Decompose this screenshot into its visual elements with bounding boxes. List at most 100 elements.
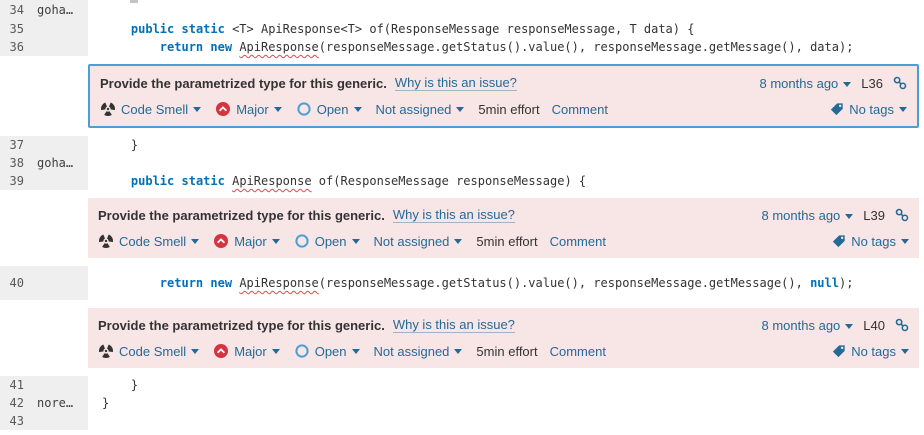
tag-icon	[833, 345, 845, 358]
issue-tags-dropdown[interactable]: No tags	[830, 102, 907, 117]
issue-assignee-dropdown[interactable]: Not assigned	[374, 344, 463, 359]
issue-message[interactable]: Provide the parametrized type for this g…	[100, 75, 387, 91]
issue-tags-dropdown[interactable]: No tags	[832, 234, 909, 249]
issue-assignee-dropdown[interactable]: Not assigned	[374, 234, 463, 249]
gutter-spacer	[0, 300, 88, 376]
issue-status-label: Open	[316, 101, 349, 117]
permalink-icon[interactable]	[895, 208, 909, 222]
line-number[interactable]: 37	[9, 138, 24, 152]
code-token	[102, 174, 131, 188]
severity-major-icon	[214, 234, 229, 248]
gutter: 35	[0, 20, 88, 38]
issue-type-dropdown[interactable]: Code Smell	[98, 343, 200, 359]
issue-title-row: Provide the parametrized type for this g…	[100, 75, 907, 91]
tag-icon	[831, 103, 843, 116]
line-number[interactable]: 36	[9, 40, 24, 54]
tag-icon	[833, 235, 845, 248]
scm-author	[24, 266, 37, 300]
code-token: }	[102, 396, 110, 410]
code-token	[102, 22, 131, 36]
issue-box[interactable]: Provide the parametrized type for this g…	[88, 198, 919, 258]
issue-severity-dropdown[interactable]: Major	[215, 101, 282, 117]
comment-button[interactable]: Comment	[549, 343, 606, 359]
code-token: of(ResponseMessage responseMessage) {	[311, 174, 587, 188]
issue-row: Provide the parametrized type for this g…	[0, 56, 924, 136]
issue-message[interactable]: Provide the parametrized type for this g…	[98, 317, 385, 333]
scm-author	[24, 172, 37, 190]
code-keyword: new	[210, 40, 233, 54]
issue-assignee-dropdown[interactable]: Not assigned	[376, 102, 465, 117]
issue-effort-label: 5min effort	[476, 233, 538, 249]
caret-down-icon	[353, 106, 362, 112]
line-number[interactable]: 39	[9, 174, 24, 188]
issue-line-label: L40	[863, 317, 885, 333]
issue-message[interactable]: Provide the parametrized type for this g…	[98, 207, 385, 223]
issue-age-dropdown[interactable]: 8 months ago	[760, 76, 852, 91]
code-text: return new ApiResponse(responseMessage.g…	[88, 38, 924, 56]
code-line: 42 nore… }	[0, 394, 924, 412]
issue-location-highlight[interactable]: ApiResponse	[239, 40, 319, 54]
issue-age-dropdown[interactable]: 8 months ago	[762, 318, 854, 333]
issue-status-dropdown[interactable]: Open	[294, 233, 360, 249]
caret-down-icon	[845, 213, 854, 219]
why-is-this-an-issue-link[interactable]: Why is this an issue?	[392, 207, 515, 223]
caret-down-icon	[845, 323, 854, 329]
comment-button[interactable]: Comment	[551, 101, 608, 117]
issue-box-selected[interactable]: Provide the parametrized type for this g…	[88, 64, 919, 128]
issue-tags-label: No tags	[849, 101, 894, 117]
status-open-icon	[297, 102, 311, 116]
code-smell-icon	[98, 343, 114, 358]
code-token	[174, 22, 181, 36]
issue-severity-dropdown[interactable]: Major	[213, 343, 280, 359]
code-line: 37 }	[0, 136, 924, 154]
caret-down-icon	[271, 238, 280, 244]
code-keyword: new	[210, 276, 233, 290]
issue-status-dropdown[interactable]: Open	[294, 343, 360, 359]
why-is-this-an-issue-link[interactable]: Why is this an issue?	[394, 75, 517, 91]
why-is-this-an-issue-link[interactable]: Why is this an issue?	[392, 317, 515, 333]
caret-down-icon	[273, 106, 282, 112]
issue-severity-label: Major	[234, 343, 267, 359]
issue-location-highlight[interactable]: ApiResponse	[239, 276, 319, 290]
code-text: }	[88, 394, 924, 412]
permalink-icon[interactable]	[895, 318, 909, 332]
comment-button[interactable]: Comment	[549, 233, 606, 249]
issue-title-row: Provide the parametrized type for this g…	[98, 317, 909, 333]
gutter: 42 nore…	[0, 394, 88, 412]
caret-down-icon	[899, 106, 907, 112]
line-number[interactable]: 38	[9, 156, 24, 170]
issue-type-dropdown[interactable]: Code Smell	[100, 101, 202, 117]
code-token	[102, 40, 160, 54]
line-number[interactable]: 42	[9, 396, 24, 410]
status-open-icon	[295, 344, 309, 358]
line-number[interactable]: 40	[9, 276, 24, 290]
line-number[interactable]: 43	[9, 414, 24, 428]
permalink-icon[interactable]	[893, 76, 907, 90]
code-token	[225, 174, 232, 188]
code-keyword: public	[130, 22, 175, 36]
caret-down-icon	[191, 348, 200, 354]
gutter: 36	[0, 38, 88, 56]
code-line: 38 goha…	[0, 154, 924, 172]
code-line: 35 public static <T> ApiResponse<T> of(R…	[0, 20, 924, 38]
line-number[interactable]: 41	[9, 378, 24, 392]
code-text: return new ApiResponse(responseMessage.g…	[88, 266, 924, 300]
issue-status-dropdown[interactable]: Open	[296, 101, 362, 117]
issue-tags-dropdown[interactable]: No tags	[832, 344, 909, 359]
code-text: public static <T> ApiResponse<T> of(Resp…	[88, 20, 924, 38]
issue-box[interactable]: Provide the parametrized type for this g…	[88, 308, 919, 368]
issue-assignee-label: Not assigned	[373, 233, 450, 249]
issue-age-dropdown[interactable]: 8 months ago	[762, 208, 854, 223]
issue-type-dropdown[interactable]: Code Smell	[98, 233, 200, 249]
issue-location-highlight[interactable]: ApiResponse	[232, 174, 312, 188]
issue-actions-row: Code Smell Major Open Not assigned 5min …	[100, 101, 907, 117]
issue-severity-dropdown[interactable]: Major	[213, 233, 280, 249]
issue-type-label: Code Smell	[119, 343, 187, 359]
line-number[interactable]: 35	[9, 22, 24, 36]
code-text: }	[88, 136, 924, 154]
gutter: 43	[0, 412, 88, 430]
caret-down-icon	[456, 106, 465, 112]
line-number[interactable]: 34	[9, 3, 24, 17]
issue-age-label: 8 months ago	[761, 317, 841, 333]
code-token: (responseMessage.getStatus().value(), re…	[318, 276, 811, 290]
